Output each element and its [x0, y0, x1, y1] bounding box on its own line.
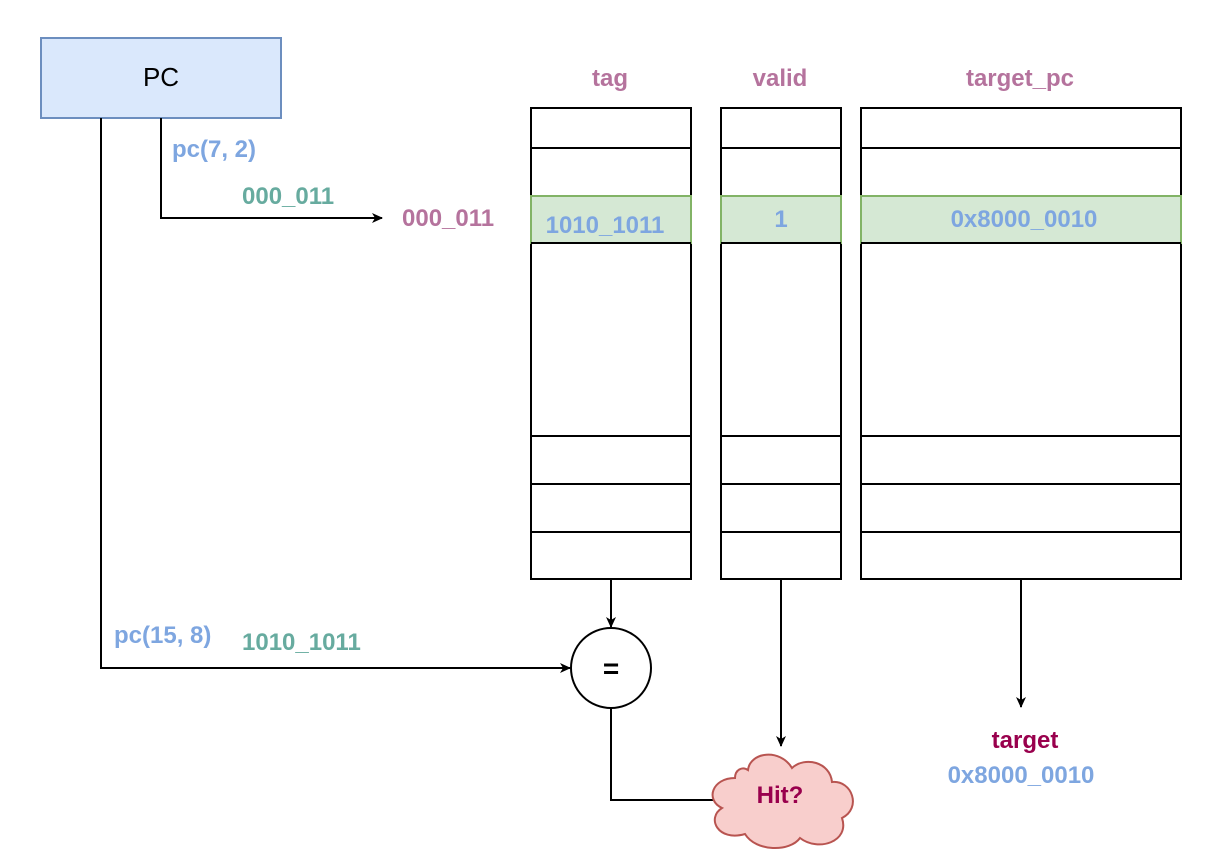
index-row-label: 000_011 — [402, 205, 494, 232]
hit-cloud: Hit? — [711, 753, 854, 850]
pc-label: PC — [143, 62, 179, 92]
target-output-label: target — [992, 727, 1059, 754]
column-header-tag: tag — [592, 65, 628, 92]
tag-cell-value: 1010_1011 — [546, 212, 665, 239]
comparator-to-hit-arrow — [610, 708, 727, 805]
column-header-target-pc: target_pc — [966, 65, 1074, 92]
compare-arrow — [100, 118, 571, 673]
target-pc-selected-row — [860, 195, 1182, 244]
target-pc-table — [860, 107, 1182, 580]
tag-table — [530, 107, 692, 580]
compare-field-label: pc(15, 8) — [114, 622, 211, 649]
target-output-value: 0x8000_0010 — [948, 762, 1095, 789]
index-value-label: 000_011 — [242, 183, 334, 210]
target-pc-cell-value: 0x8000_0010 — [951, 206, 1098, 233]
hit-label: Hit? — [757, 782, 804, 809]
pc-register: PC — [40, 37, 282, 119]
column-header-valid: valid — [753, 65, 808, 92]
compare-value-label: 1010_1011 — [242, 629, 361, 656]
index-arrow — [160, 118, 383, 223]
equals-symbol: = — [603, 653, 619, 684]
valid-cell-value: 1 — [774, 206, 787, 233]
index-field-label: pc(7, 2) — [172, 136, 256, 163]
valid-table — [720, 107, 842, 580]
comparator: = — [570, 627, 652, 709]
